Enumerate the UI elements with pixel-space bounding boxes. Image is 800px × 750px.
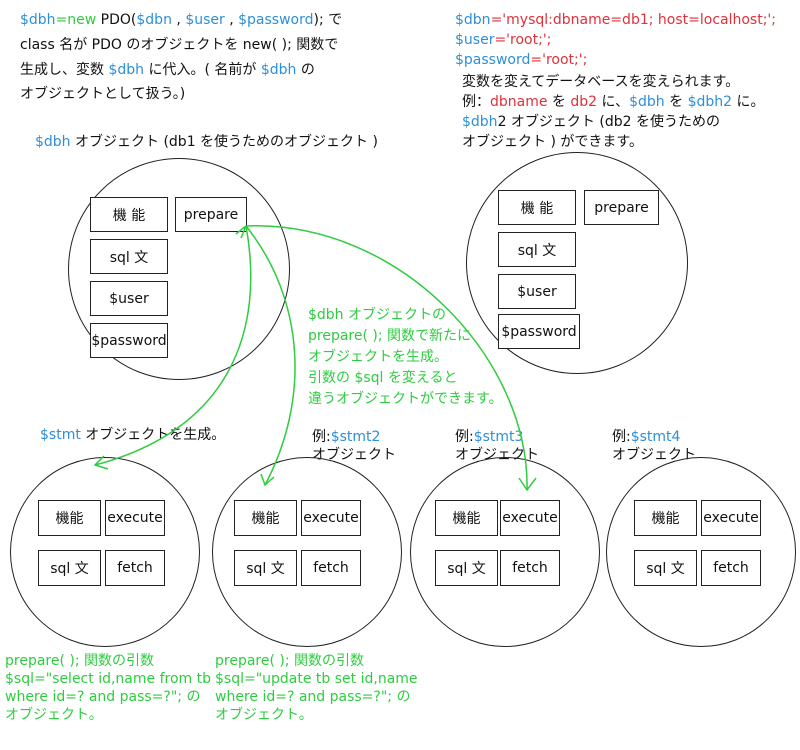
dbh-prepare-box: prepare [175, 197, 247, 232]
text: 例： [462, 94, 490, 110]
var-stmt3: $stmt3 [473, 429, 524, 445]
bottom-note-2-line-1: prepare( ); 関数の引数 [215, 653, 365, 669]
stmt2-execute-box: execute [301, 500, 361, 536]
dbh2-prepare-box: prepare [584, 190, 659, 225]
prepare-note-line-5: 違うオブジェクトができます。 [308, 391, 503, 407]
dbh2-user-box: $user [498, 274, 576, 309]
dbh2-password-box: $password [498, 314, 580, 349]
text-tail: ); で [313, 12, 343, 28]
dbh-user-box: $user [90, 281, 168, 316]
prepare-note-line-2: prepare( ); 関数で新たに [308, 328, 472, 344]
var-stmt4: $stmt4 [630, 429, 681, 445]
prepare-note-line-4: 引数の $sql を変えると [308, 370, 458, 386]
var-dbh: $dbh [35, 134, 71, 150]
bottom-note-2-line-2: $sql="update tb set id,name [215, 671, 418, 687]
text: を [547, 94, 571, 110]
dbname-word: dbname [490, 94, 548, 110]
top-right-line-1: $dbn='mysql:dbname=db1; host=localhost;'… [455, 10, 776, 30]
stmt2-fetch-box: fetch [301, 550, 361, 586]
stmt-sql-box: sql 文 [38, 550, 101, 586]
stmt-execute-box: execute [105, 500, 165, 536]
top-left-line-2: class 名が PDO のオブジェクトを new( ); 関数で [20, 37, 339, 53]
text: 生成し、変数 [20, 62, 109, 78]
text: 例: [612, 429, 631, 445]
stmt2-sql-box: sql 文 [234, 550, 297, 586]
dsn-string: ='mysql:dbname=db1; host=localhost;'; [490, 12, 776, 28]
stmt-func-box: 機能 [38, 500, 101, 536]
var-dbn: $dbn [455, 12, 491, 28]
text: オブジェクト (db1 を使うためのオブジェクト ) [70, 134, 378, 150]
var-dbn: $dbn [136, 12, 172, 28]
text: に、 [597, 94, 630, 110]
bottom-note-1-line-2: $sql="select id,name from tb [5, 671, 211, 687]
text: に。 [732, 94, 765, 110]
stmt2-func-box: 機能 [234, 500, 297, 536]
dbh2-func-box: 機 能 [498, 190, 576, 225]
stmt3-fetch-box: fetch [500, 550, 560, 586]
dbh2-sql-box: sql 文 [498, 232, 576, 267]
var-stmt: $stmt [40, 427, 81, 443]
stmt4-object-circle [606, 457, 796, 647]
text: 例: [455, 429, 474, 445]
var-dbh: $dbh [462, 114, 498, 130]
new-keyword: =new [55, 12, 97, 28]
text: 例: [312, 429, 331, 445]
var-dbh: $dbh [20, 12, 56, 28]
text: オブジェクト [612, 447, 696, 463]
text-sep: , [224, 12, 239, 28]
bottom-note-1-line-1: prepare( ); 関数の引数 [5, 653, 155, 669]
stmt4-sql-box: sql 文 [634, 550, 697, 586]
var-stmt2: $stmt2 [330, 429, 381, 445]
dbh-sql-box: sql 文 [90, 239, 168, 274]
top-left-line-4: オブジェクトとして扱う。) [20, 86, 186, 102]
text-pdo: PDO( [96, 12, 137, 28]
prepare-note-line-3: オブジェクトを生成。 [308, 349, 448, 365]
user-string: ='root;'; [494, 32, 552, 48]
stmt-heading: $stmt オブジェクトを生成。 [40, 425, 225, 445]
stmt3-execute-box: execute [500, 500, 560, 536]
bottom-note-2-line-3: where id=? and pass=?"; の [215, 689, 411, 705]
text: 2 オブジェクト (db2 を使うための [497, 114, 720, 130]
dbh-password-box: $password [90, 323, 168, 358]
text: に代入。( 名前が [144, 62, 261, 78]
top-right-line-2: $user='root;'; [455, 30, 551, 50]
password-string: ='root;'; [530, 52, 588, 68]
dbh-func-box: 機 能 [90, 197, 168, 232]
var-dbh: $dbh [108, 62, 145, 78]
bottom-note-1-line-3: where id=? and pass=?"; の [5, 689, 201, 705]
db2-word: db2 [570, 94, 598, 110]
stmt4-fetch-box: fetch [701, 550, 761, 586]
var-user: $user [455, 32, 495, 48]
var-password: $password [238, 12, 314, 28]
top-right-line-6: $dbh2 オブジェクト (db2 を使うための [462, 112, 720, 132]
text: の [296, 62, 315, 78]
stmt4-heading: 例:$stmt4 オブジェクト [612, 428, 696, 464]
top-left-line-3: 生成し、変数 $dbh に代入。( 名前が $dbh の [20, 60, 315, 80]
stmt-fetch-box: fetch [105, 550, 165, 586]
var-dbh: $dbh [260, 62, 297, 78]
stmt4-func-box: 機能 [634, 500, 697, 536]
var-password: $password [455, 52, 531, 68]
var-dbh: $dbh [629, 94, 665, 110]
stmt4-execute-box: execute [701, 500, 761, 536]
top-right-line-7: オブジェクト ) ができます。 [462, 134, 643, 150]
stmt3-sql-box: sql 文 [435, 550, 498, 586]
text-sep: , [171, 12, 186, 28]
dbh-object-heading: $dbh オブジェクト (db1 を使うためのオブジェクト ) [35, 132, 378, 152]
var-dbh2: $dbh2 [687, 94, 733, 110]
top-right-line-3: $password='root;'; [455, 50, 587, 70]
bottom-note-1-line-4: オブジェクト。 [5, 707, 103, 723]
top-right-line-5: 例：dbname を db2 に、$dbh を $dbh2 に。 [462, 92, 765, 112]
top-right-line-4: 変数を変えてデータベースを変えられます。 [462, 74, 740, 90]
prepare-note-line-1: $dbh オブジェクトの [308, 307, 447, 323]
var-user: $user [185, 12, 225, 28]
bottom-note-2-line-4: オブジェクト。 [215, 707, 313, 723]
top-left-line-1: $dbh=new PDO($dbn , $user , $password); … [20, 10, 342, 30]
stmt3-func-box: 機能 [435, 500, 498, 536]
text: オブジェクトを生成。 [80, 427, 226, 443]
text: を [664, 94, 688, 110]
